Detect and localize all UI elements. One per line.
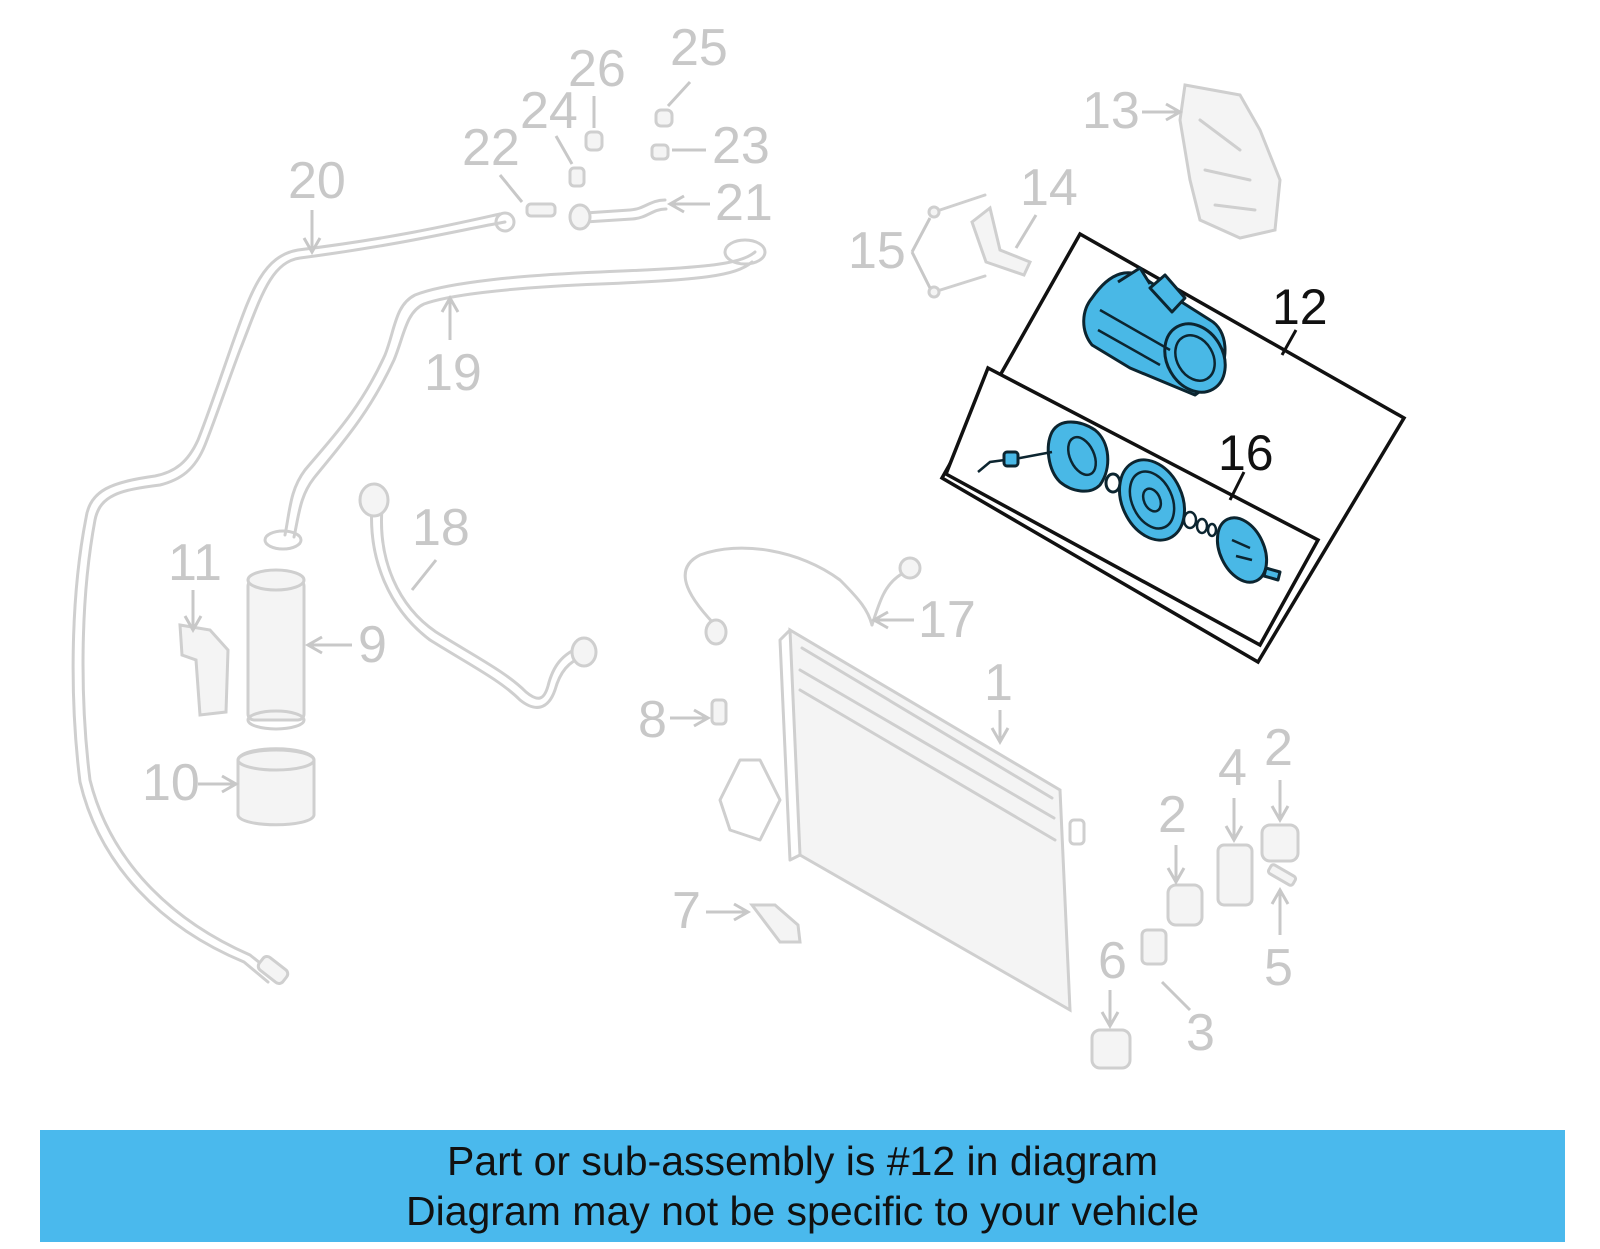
callout-1: 1 [984, 654, 1013, 712]
part-11-bracket[interactable] [178, 623, 230, 717]
banner-line-1: Part or sub-assembly is #12 in diagram [447, 1138, 1158, 1184]
callout-23: 23 [712, 117, 770, 175]
part-21-line[interactable] [568, 198, 668, 231]
callout-12: 12 [1272, 279, 1328, 335]
part-10-drier-bracket[interactable] [236, 747, 316, 827]
callout-15: 15 [848, 222, 906, 280]
part-7-bracket[interactable] [748, 903, 802, 944]
part-22-fitting[interactable] [525, 202, 557, 218]
callout-20: 20 [288, 152, 346, 210]
part-23-fitting[interactable] [650, 143, 670, 161]
part-19-hose[interactable] [263, 238, 767, 551]
part-20-hose[interactable] [71, 211, 516, 986]
clutch-kit-parts [977, 420, 1282, 584]
part-5-bolt[interactable] [1266, 863, 1298, 887]
callout-2b: 2 [1264, 719, 1293, 777]
part-1-condenser[interactable] [718, 627, 1086, 1013]
callout-17: 17 [918, 591, 976, 649]
callout-9: 9 [358, 616, 387, 674]
callout-7: 7 [672, 882, 701, 940]
callout-4: 4 [1218, 739, 1247, 797]
callout-13: 13 [1082, 82, 1140, 140]
callout-10: 10 [142, 754, 200, 812]
banner-line-2: Diagram may not be specific to your vehi… [405, 1188, 1199, 1234]
part-13-mounting-bracket[interactable] [1178, 83, 1282, 240]
callout-24: 24 [520, 82, 578, 140]
callout-18: 18 [412, 499, 470, 557]
callout-2a: 2 [1158, 786, 1187, 844]
callout-22: 22 [462, 119, 520, 177]
callout-6: 6 [1098, 932, 1127, 990]
part-24-fitting[interactable] [568, 166, 586, 188]
callout-25: 25 [670, 19, 728, 77]
part-2-switch-a[interactable] [1166, 883, 1204, 927]
part-8-valve[interactable] [710, 698, 728, 726]
callout-3: 3 [1186, 1004, 1215, 1062]
callout-21: 21 [715, 174, 773, 232]
callout-16: 16 [1218, 425, 1274, 481]
part-9-receiver-drier[interactable] [246, 568, 306, 731]
callout-5: 5 [1264, 939, 1293, 997]
callout-26: 26 [568, 40, 626, 98]
callout-14: 14 [1020, 159, 1078, 217]
part-4-sensor[interactable] [1216, 843, 1254, 907]
part-18-hose[interactable] [358, 482, 598, 709]
part-6-connector[interactable] [1090, 1028, 1132, 1070]
part-17-line[interactable] [683, 546, 922, 646]
part-26-fitting[interactable] [584, 130, 604, 152]
callout-11: 11 [168, 534, 222, 592]
part-25-fitting[interactable] [654, 108, 674, 128]
part-14-bracket[interactable] [970, 205, 1033, 277]
part-12-compressor-assembly[interactable] [939, 231, 1407, 665]
compressor-body [1082, 266, 1227, 397]
part-2-switch-b[interactable] [1260, 823, 1300, 863]
callout-19: 19 [424, 344, 482, 402]
part-3-sensor[interactable] [1140, 928, 1168, 966]
part-15-bolts[interactable] [927, 193, 987, 299]
callout-8: 8 [638, 691, 667, 749]
info-banner: Part or sub-assembly is #12 in diagram D… [40, 1130, 1565, 1242]
